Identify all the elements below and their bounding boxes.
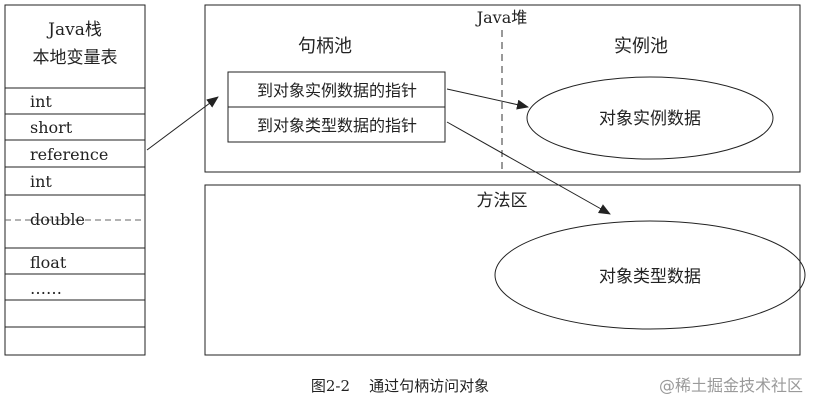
stack-frame — [4, 4, 146, 356]
stack-row: int — [30, 92, 52, 111]
heap-label: Java堆 — [475, 8, 528, 27]
stack-row: short — [30, 118, 73, 137]
method-area: 方法区 对象类型数据 — [204, 184, 806, 356]
instance-data-ellipse — [526, 76, 774, 160]
handle-to-instance-arrow — [446, 88, 529, 110]
stack-title-line1: Java栈 — [46, 20, 102, 40]
figure-caption: 图2-2 通过句柄访问对象 — [311, 377, 489, 395]
heap-box — [204, 4, 801, 173]
method-area-label: 方法区 — [477, 191, 528, 211]
instance-pool-label: 实例池 — [614, 36, 668, 57]
reference-to-handle-arrow — [146, 96, 219, 151]
handle-to-type-arrow — [446, 121, 611, 215]
stack-row: double — [30, 210, 85, 229]
watermark: @稀土掘金技术社区 — [659, 376, 803, 395]
stack-row: float — [30, 253, 67, 272]
type-data-ellipse — [494, 220, 806, 330]
handle-entry-type-pointer: 到对象类型数据的指针 — [257, 116, 417, 135]
instance-data-text: 对象实例数据 — [599, 109, 701, 129]
local-variable-table: Java栈 本地变量表 int short reference int doub… — [4, 4, 146, 356]
stack-row: int — [30, 172, 52, 191]
method-area-box — [204, 184, 801, 356]
java-heap: Java堆 句柄池 到对象实例数据的指针 到对象类型数据的指针 实例池 对象实例… — [204, 4, 801, 173]
handle-pool-label: 句柄池 — [298, 36, 352, 57]
stack-row: …… — [30, 279, 62, 298]
handle-entry-instance-pointer: 到对象实例数据的指针 — [257, 81, 417, 100]
type-data-text: 对象类型数据 — [599, 267, 701, 287]
stack-title-line2: 本地变量表 — [33, 48, 118, 68]
stack-row: reference — [30, 145, 108, 164]
